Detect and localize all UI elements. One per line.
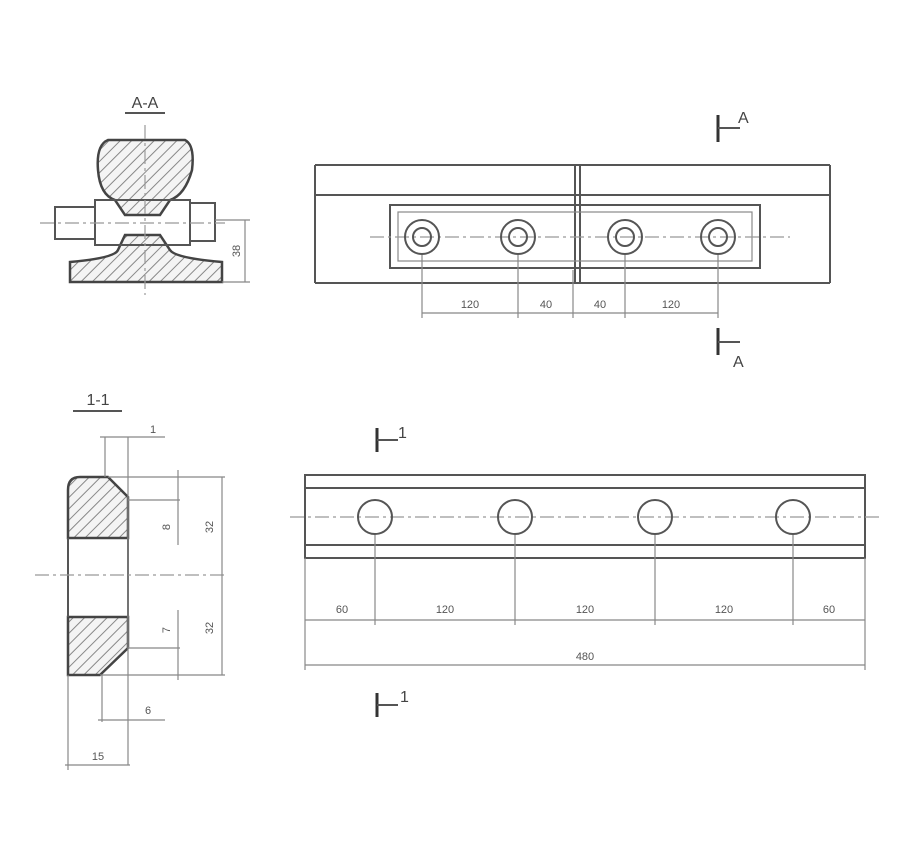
dim-upper: 32 — [204, 521, 216, 533]
dim-1: 60 — [336, 604, 348, 616]
dim-3: 40 — [594, 299, 606, 311]
section-marker-a-bottom: A — [733, 354, 744, 371]
dim-top: 1 — [150, 424, 156, 436]
dim-3: 120 — [576, 604, 594, 616]
dim-bottom-inner: 6 — [145, 705, 151, 717]
dim-2: 40 — [540, 299, 552, 311]
dim-2: 120 — [436, 604, 454, 616]
section-marker-a-top: A — [738, 110, 749, 127]
section-a-a-title: A-A — [132, 95, 159, 112]
plate-view: 60 120 120 120 60 480 1 1 — [290, 425, 880, 717]
dim-4: 120 — [662, 299, 680, 311]
dim-total: 480 — [576, 651, 594, 663]
nut — [189, 202, 216, 242]
section-a-a: A-A 38 — [40, 95, 250, 295]
dim-4: 120 — [715, 604, 733, 616]
dim-lower-inner: 7 — [161, 627, 173, 633]
side-view: 120 40 40 120 A A — [314, 110, 831, 371]
bolts — [404, 219, 736, 255]
section-1-1: 1-1 1 8 32 7 32 6 15 — [35, 392, 225, 770]
section-marker-1-top: 1 — [398, 425, 407, 442]
dim-5: 60 — [823, 604, 835, 616]
rail-foot-section — [68, 233, 224, 284]
section-1-1-title: 1-1 — [86, 392, 109, 409]
section-marker-1-bottom: 1 — [400, 689, 409, 706]
dim-lower: 32 — [204, 622, 216, 634]
dim-upper-inner: 8 — [161, 524, 173, 530]
dim-height: 38 — [231, 245, 243, 257]
dim-width: 15 — [92, 751, 104, 763]
bolt-holes — [357, 499, 811, 535]
dim-1: 120 — [461, 299, 479, 311]
